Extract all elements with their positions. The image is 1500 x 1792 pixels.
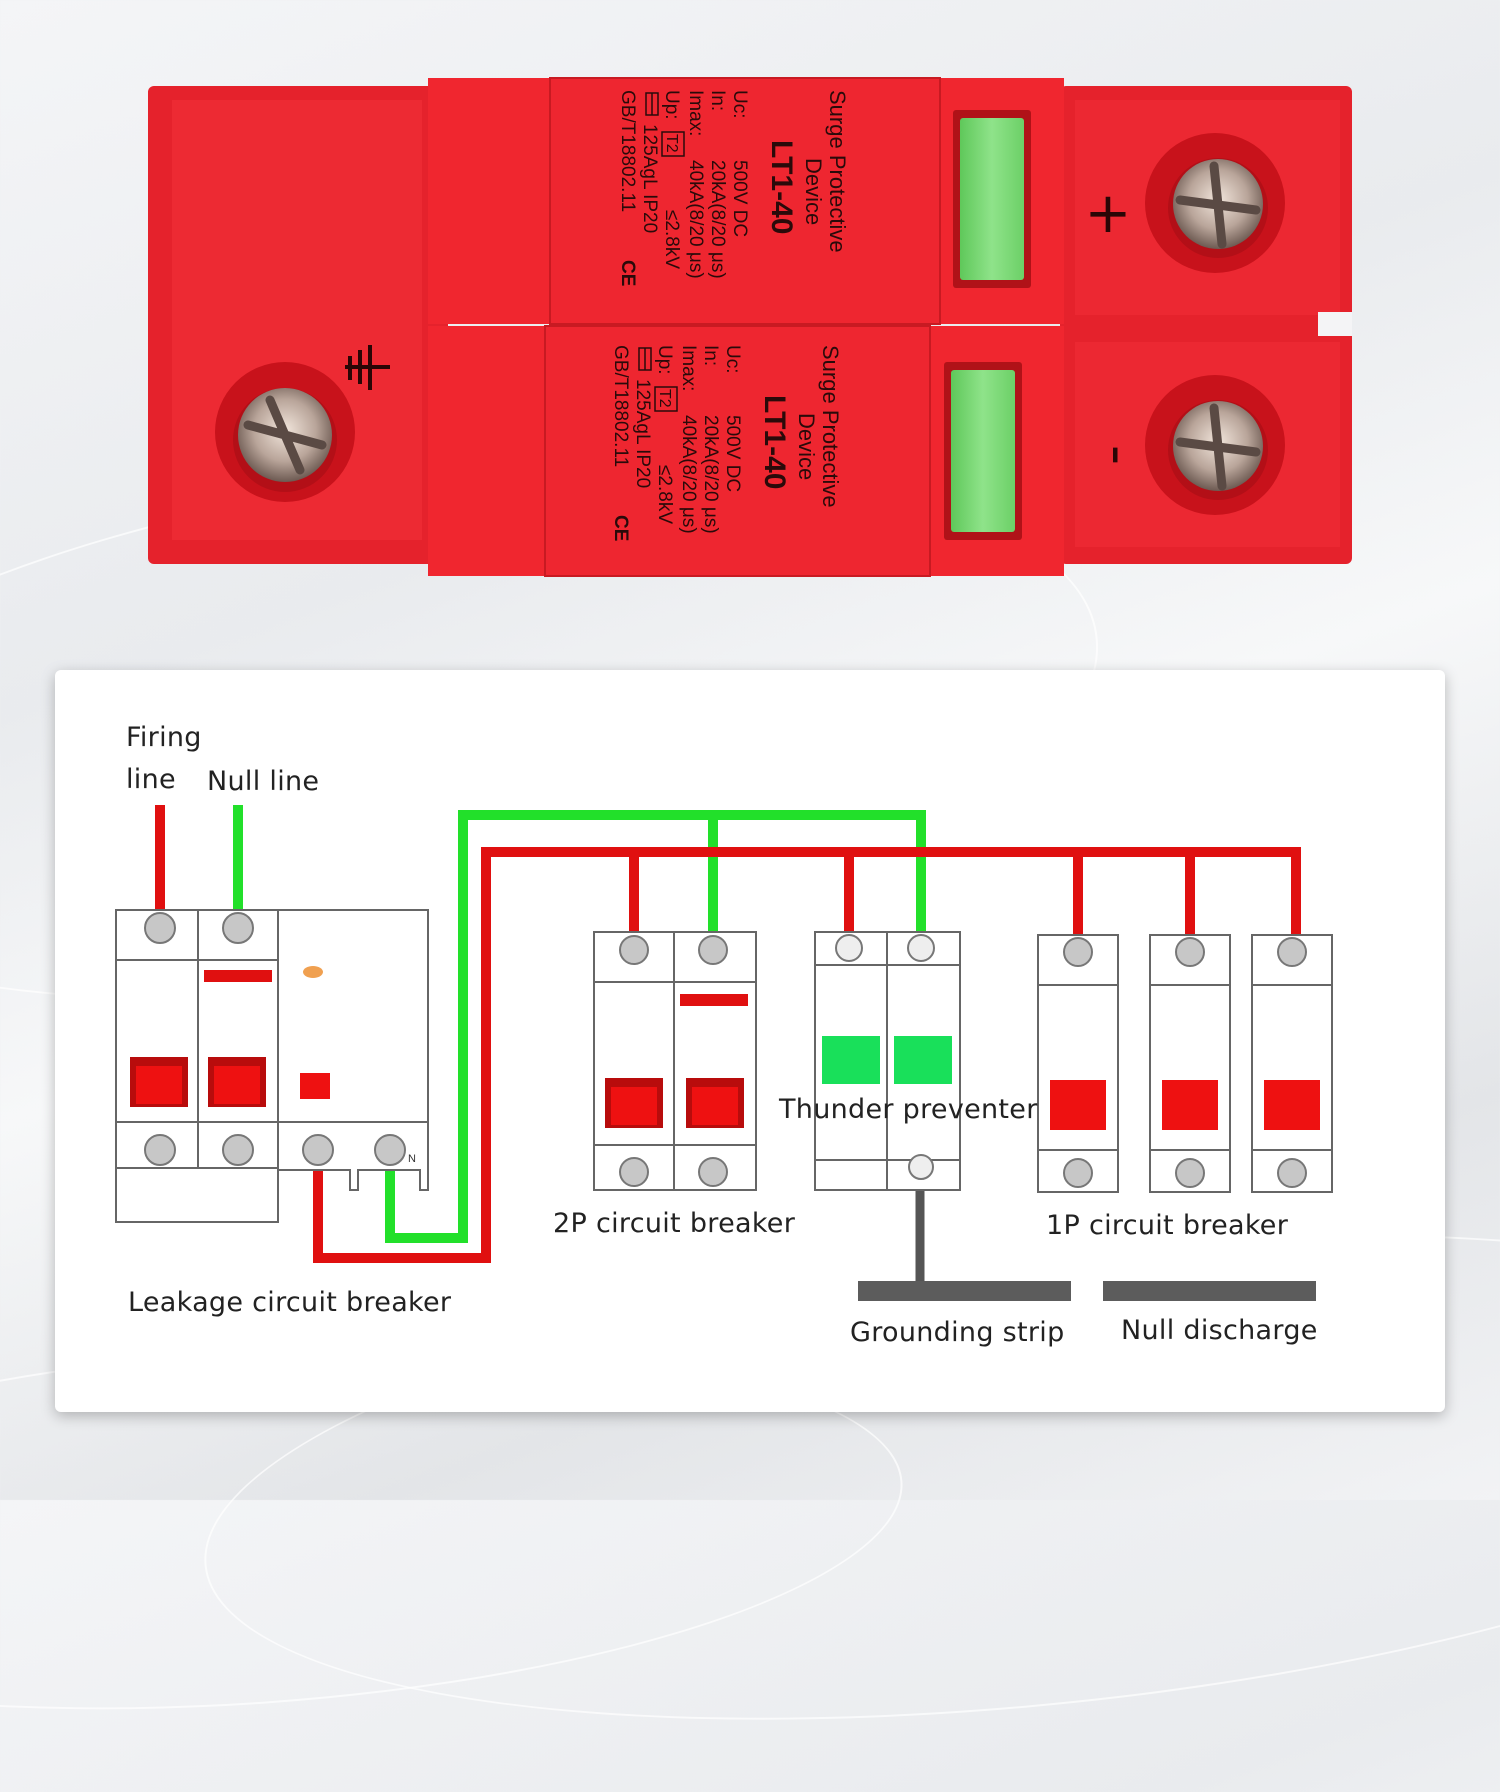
grounding-strip-bar: [858, 1281, 1071, 1301]
spec-imax-value: 40kA(8/20 μs): [678, 415, 699, 534]
leakage-breaker-label: Leakage circuit breaker: [128, 1287, 452, 1318]
thunder-preventer-parts: [822, 934, 952, 1180]
spec-label-bottom: Surge Protective Device LT1-40 Uc: 500V …: [610, 345, 843, 541]
screw-terminal-plus: [1145, 133, 1285, 273]
spd-indicator-window: [894, 1036, 952, 1084]
spec-in-value: 20kA(8/20 μs): [707, 160, 728, 279]
spec-fuse-rating: 125AgL IP20: [639, 124, 660, 233]
indicator-window-bottom: [951, 370, 1015, 532]
spec-title: Surge Protective: [818, 345, 843, 508]
terminal-n-label: N: [408, 1153, 416, 1165]
spec-uc-label: Uc:: [722, 345, 743, 374]
spec-uc-value: 500V DC: [722, 415, 743, 492]
terminal-screw: [302, 1134, 334, 1166]
spec-up-value: ≤2.8kV: [654, 465, 675, 524]
terminal-screw: [619, 935, 649, 965]
null-discharge-label: Null discharge: [1121, 1315, 1318, 1346]
spec-in-label: In:: [700, 345, 721, 366]
terminal-screw: [698, 935, 728, 965]
plus-symbol: +: [1085, 181, 1132, 246]
test-button: [300, 1073, 330, 1099]
spec-up-value: ≤2.8kV: [661, 210, 682, 269]
surge-protective-device-photo: + - Surge Protective Device LT1-40 Uc: 5…: [148, 77, 1352, 577]
ground-icon: [345, 345, 390, 390]
spec-model: LT1-40: [765, 140, 798, 234]
firing-line-label: Firing: [126, 722, 202, 753]
screw-terminal-minus: [1145, 375, 1285, 515]
spec-in-value: 20kA(8/20 μs): [700, 415, 721, 534]
null-discharge-bar: [1103, 1281, 1316, 1301]
status-bar: [680, 994, 748, 1006]
firing-line-label-line2: line: [126, 764, 176, 795]
spec-class-badge: T2: [656, 389, 673, 408]
terminal-screw: [144, 1134, 176, 1166]
test-indicator: [303, 966, 323, 978]
spec-imax-label: Imax:: [678, 345, 699, 391]
breaker-handle: [1264, 1080, 1320, 1130]
null-line-label: Null line: [207, 766, 320, 797]
two-pole-breaker-parts: [605, 935, 748, 1187]
spec-imax-label: Imax:: [685, 90, 706, 136]
terminal-screw: [907, 934, 935, 962]
grounding-strip-label: Grounding strip: [850, 1317, 1065, 1348]
neutral-bus-wire: [385, 810, 926, 1243]
one-pole-circuit-breaker-c: [1251, 934, 1333, 1193]
thunder-preventer-label: Thunder preventer: [779, 1094, 1038, 1125]
terminal-screw: [1175, 937, 1205, 967]
spec-class-badge: T2: [663, 134, 680, 153]
spec-title-line2: Device: [801, 158, 826, 225]
two-pole-breaker-label: 2P circuit breaker: [553, 1208, 796, 1239]
spec-in-label: In:: [707, 90, 728, 111]
spec-imax-value: 40kA(8/20 μs): [685, 160, 706, 279]
spec-label-top: Surge Protective Device LT1-40 Uc: 500V …: [617, 90, 850, 286]
ce-mark: CE: [617, 260, 638, 286]
one-pole-breaker-label: 1P circuit breaker: [1046, 1210, 1289, 1241]
terminal-screw: [1277, 1158, 1307, 1188]
spec-up-label: Up:: [661, 90, 682, 120]
terminal-screw: [1063, 937, 1093, 967]
terminal-screw: [144, 912, 176, 944]
spec-fuse-rating: 125AgL IP20: [632, 379, 653, 488]
terminal-screw: [222, 1134, 254, 1166]
terminal-screw: [835, 934, 863, 962]
spec-uc-label: Uc:: [729, 90, 750, 119]
one-pole-circuit-breaker-a: [1037, 934, 1119, 1193]
terminal-screw: [1277, 937, 1307, 967]
terminal-screw: [619, 1157, 649, 1187]
terminal-screw: [698, 1157, 728, 1187]
two-pole-circuit-breaker: [593, 931, 757, 1191]
live-bus-wire: [313, 847, 1301, 1263]
one-pole-circuit-breaker-b: [1149, 934, 1231, 1193]
terminal-screw: [374, 1134, 406, 1166]
spd-indicator-window: [822, 1036, 880, 1084]
terminal-screw: [908, 1154, 934, 1180]
terminal-screw: [1175, 1158, 1205, 1188]
terminal-screw: [1063, 1158, 1093, 1188]
screw-terminal-ground: [215, 362, 355, 502]
leakage-breaker-parts: N: [130, 912, 416, 1166]
spec-model: LT1-40: [758, 395, 791, 489]
ce-mark: CE: [610, 515, 631, 541]
breaker-handle: [1162, 1080, 1218, 1130]
wiring-diagram: N: [115, 805, 1333, 1301]
spec-standard: GB/T18802.11: [610, 345, 631, 467]
indicator-window-top: [960, 118, 1024, 280]
spec-uc-value: 500V DC: [729, 160, 750, 237]
spec-up-label: Up:: [654, 345, 675, 375]
terminal-screw: [222, 912, 254, 944]
spec-title-line2: Device: [794, 413, 819, 480]
status-bar: [204, 970, 272, 982]
spec-title: Surge Protective: [825, 90, 850, 253]
spec-standard: GB/T18802.11: [617, 90, 638, 212]
minus-symbol: -: [1086, 445, 1151, 465]
breaker-handle: [1050, 1080, 1106, 1130]
